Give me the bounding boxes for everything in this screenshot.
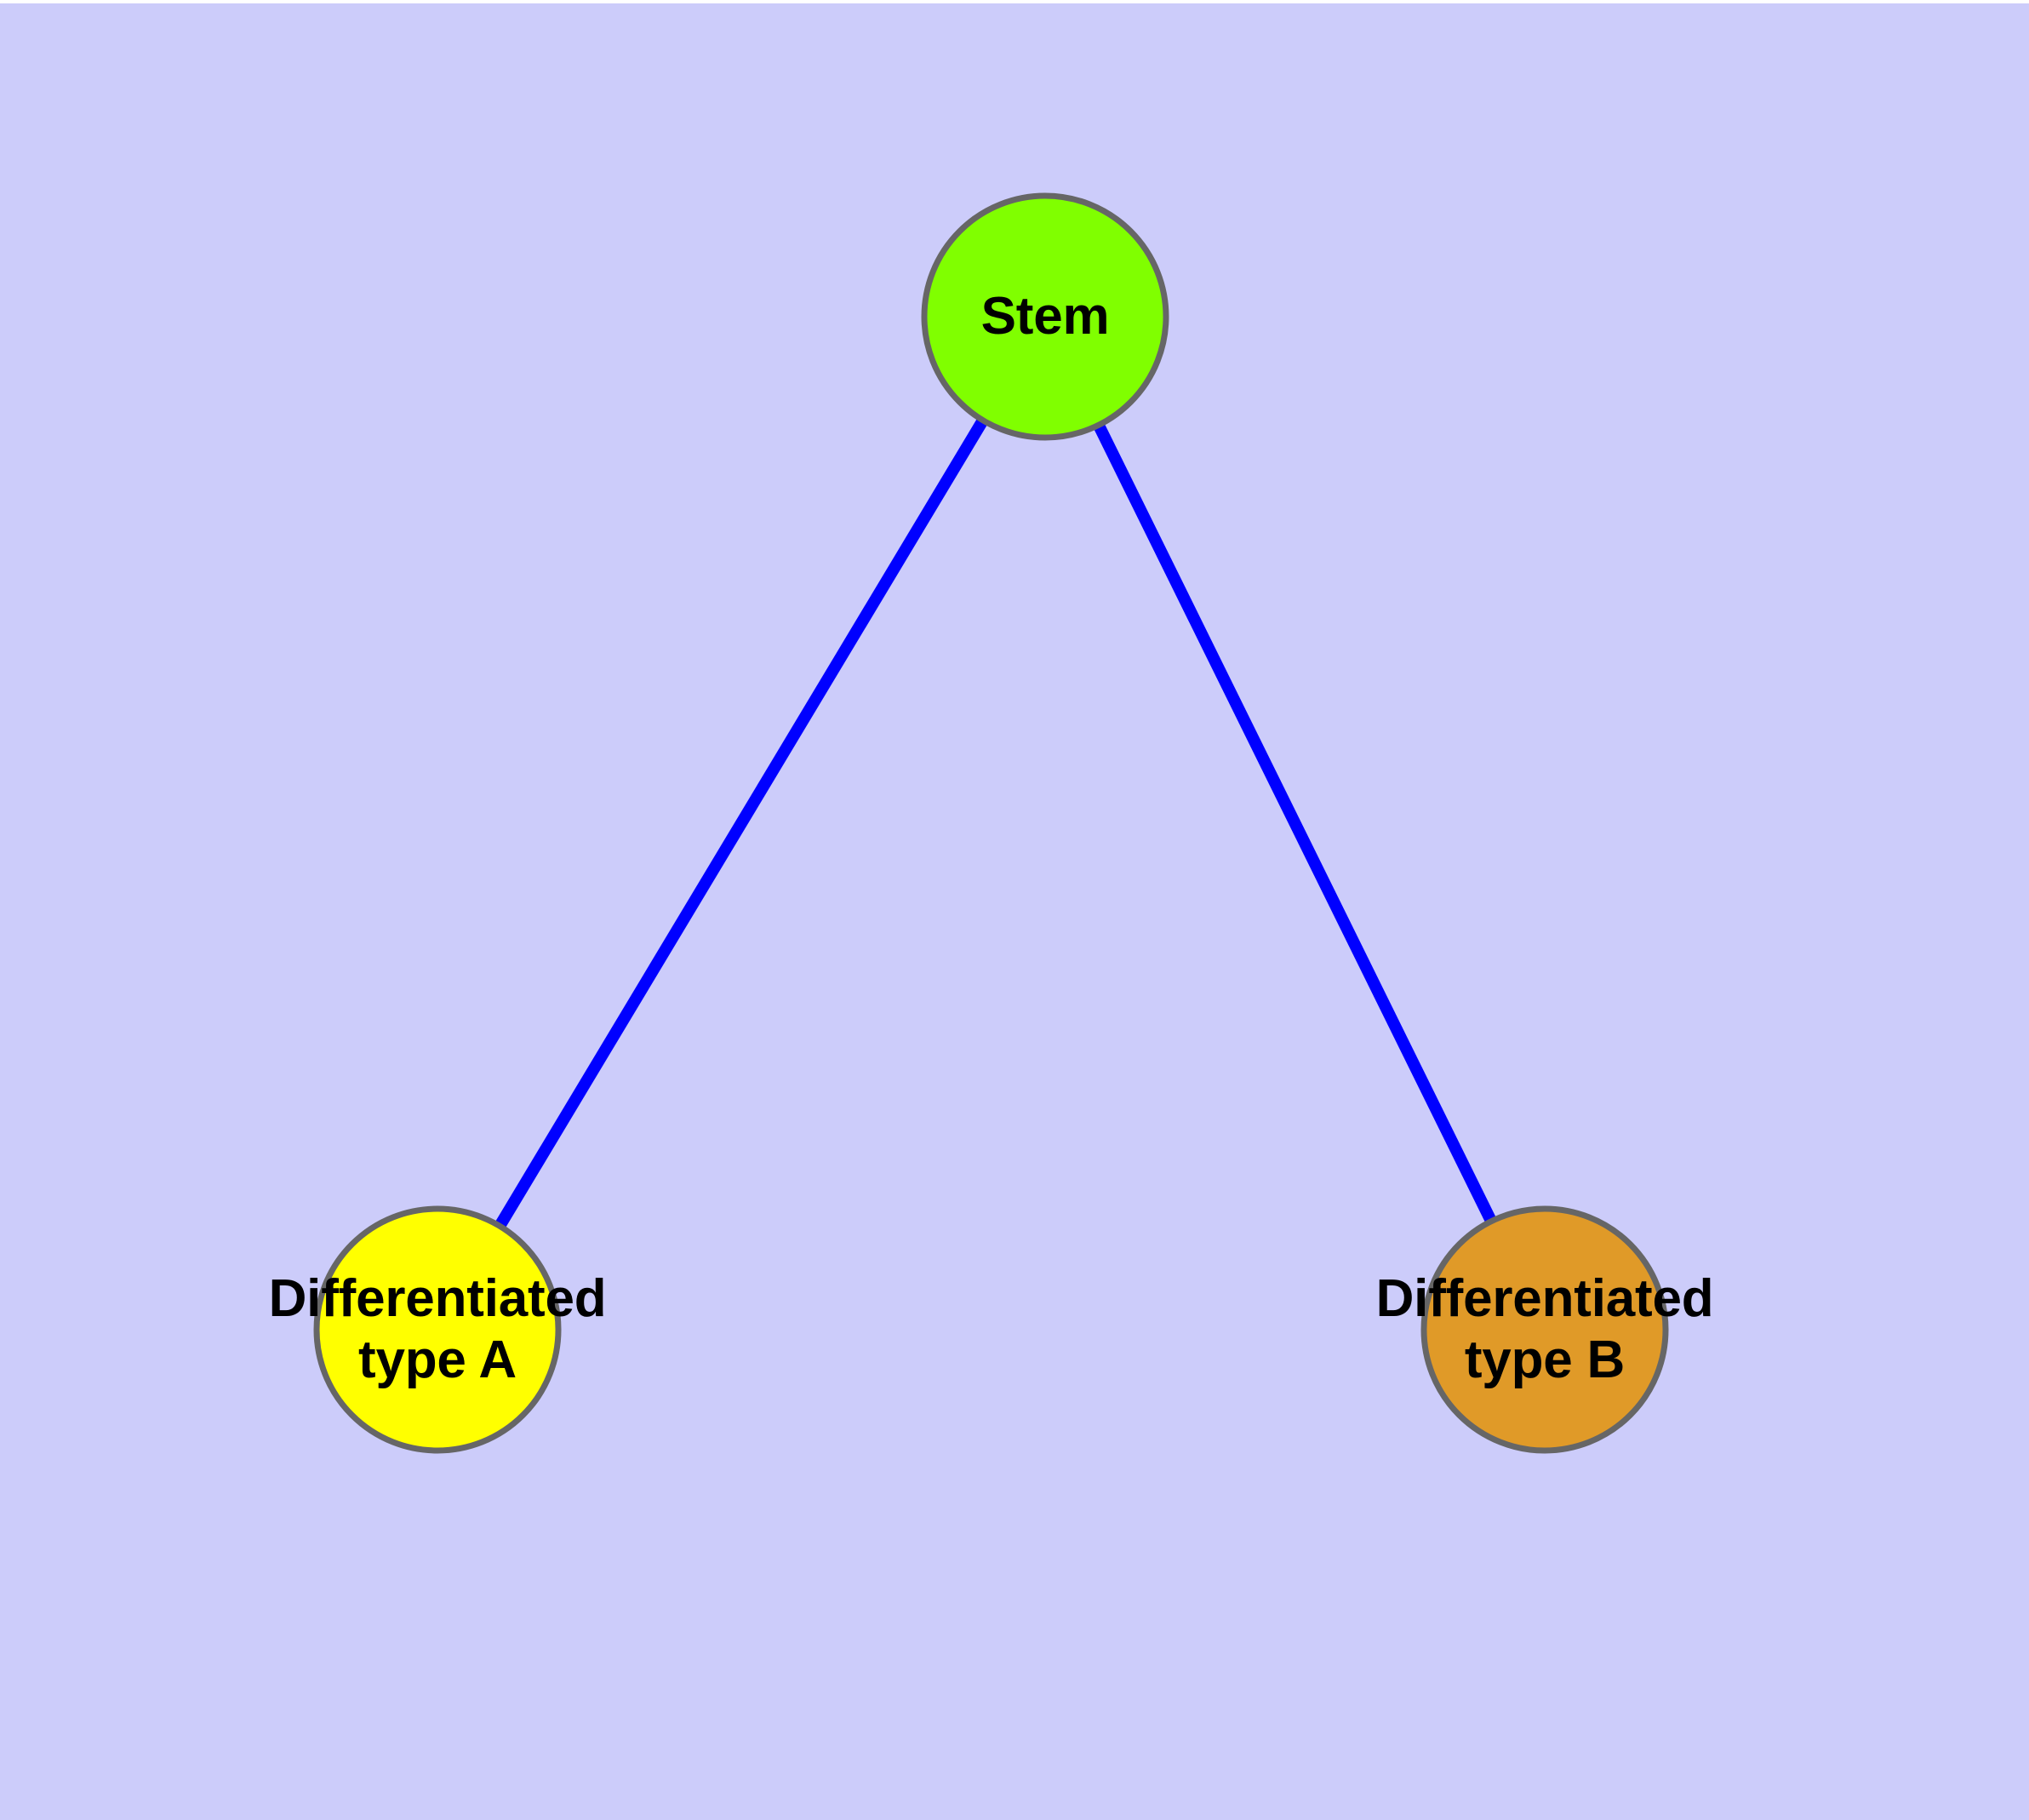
graph-node-diff-a[interactable] (313, 1205, 562, 1454)
edge-layer (432, 313, 1551, 1333)
graph-node-diff-b[interactable] (1420, 1205, 1669, 1454)
graph-edge[interactable] (432, 313, 1051, 1333)
graph-edge[interactable] (1039, 313, 1551, 1333)
node-layer (313, 192, 1669, 1454)
graph-node-stem[interactable] (921, 192, 1169, 441)
